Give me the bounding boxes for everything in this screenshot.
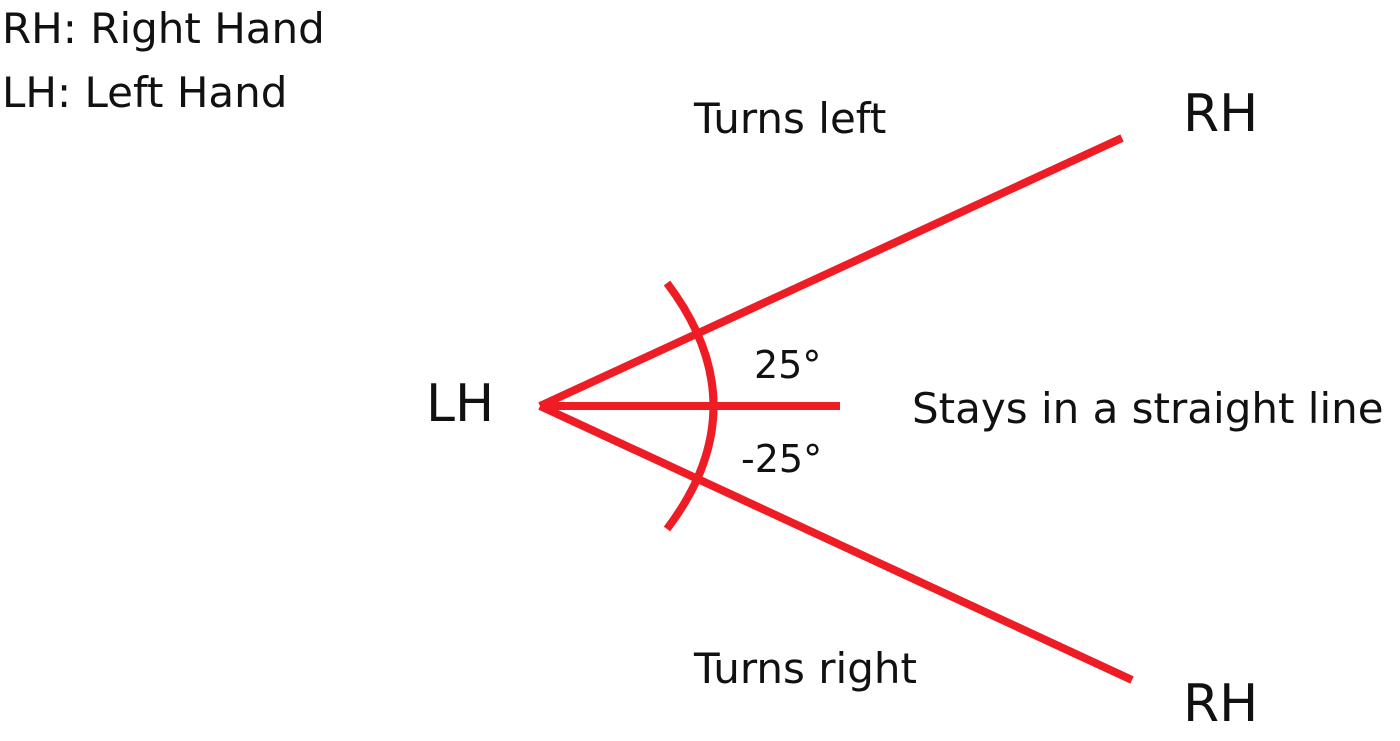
turns-left-label: Turns left [694, 94, 887, 143]
rh-top-label: RH [1183, 84, 1259, 144]
angle-arc [663, 280, 718, 532]
lower-ray [538, 402, 1134, 684]
angle-negative-label: -25° [741, 437, 823, 481]
straight-line-label: Stays in a straight line [912, 384, 1384, 433]
rh-bottom-label: RH [1183, 674, 1259, 734]
turns-right-label: Turns right [694, 644, 917, 693]
legend-rh: RH: Right Hand [2, 4, 325, 53]
lh-label: LH [426, 374, 495, 434]
angle-positive-label: 25° [754, 343, 822, 387]
upper-ray [538, 134, 1124, 410]
legend-lh: LH: Left Hand [2, 68, 288, 117]
